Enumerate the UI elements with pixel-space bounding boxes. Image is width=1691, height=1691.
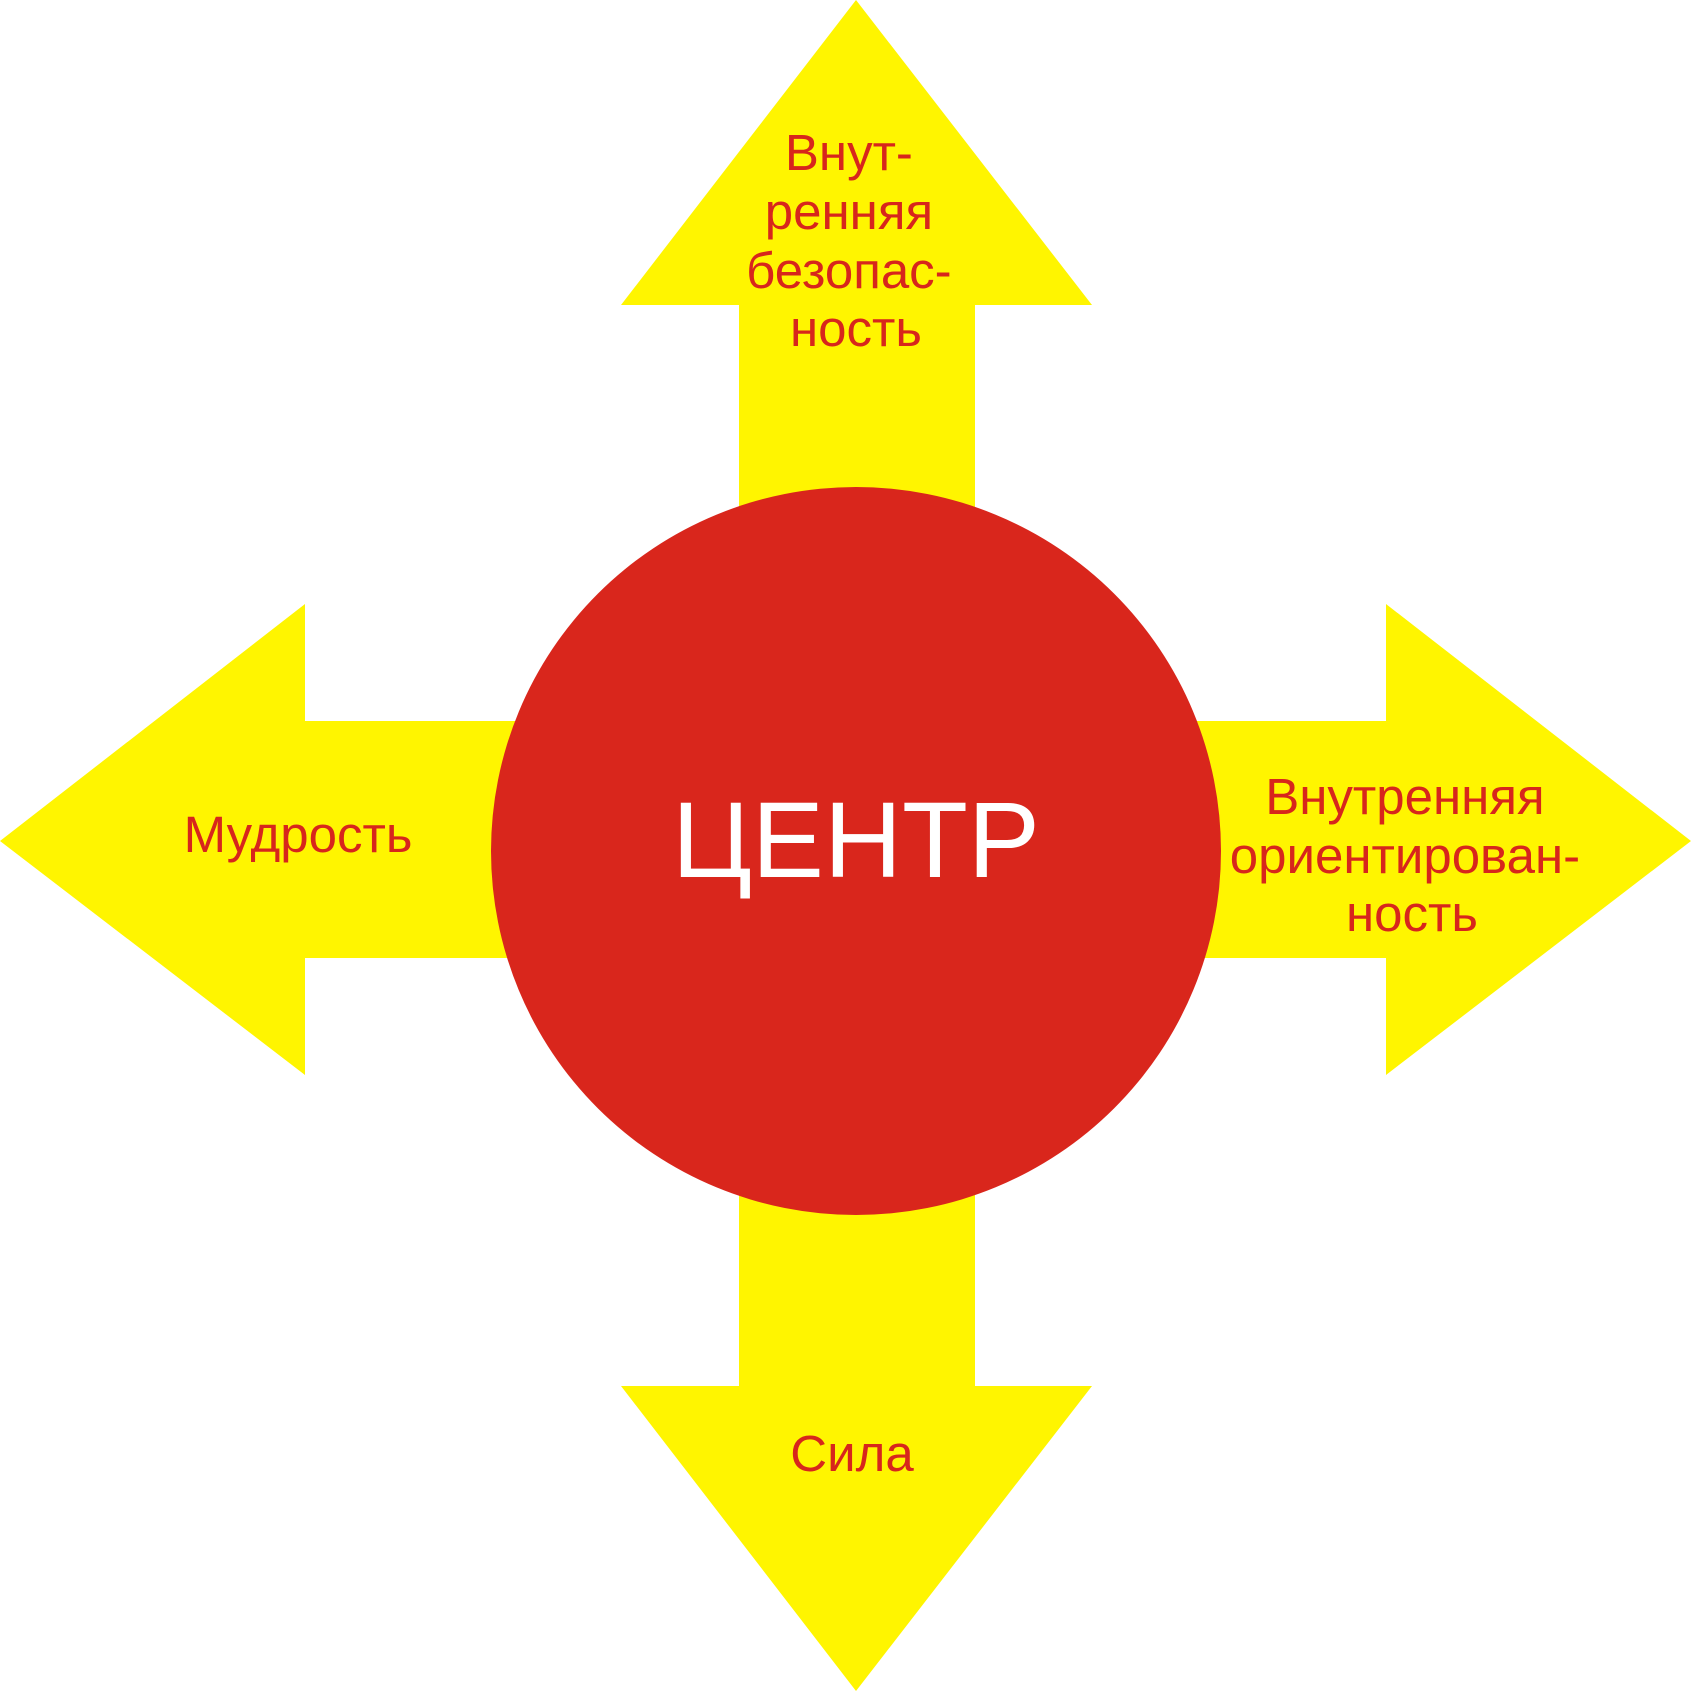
arrow-left-label-line: Мудрость bbox=[184, 806, 413, 863]
center-label: ЦЕНТР bbox=[672, 779, 1040, 900]
arrow-down-label-line: Сила bbox=[790, 1425, 914, 1482]
arrow-up-label-line: Внут- bbox=[785, 124, 913, 181]
arrow-right-label-line: Внутренняя bbox=[1265, 768, 1544, 825]
arrow-left bbox=[0, 604, 520, 1075]
arrow-right bbox=[1170, 604, 1691, 1075]
arrow-left-label: Мудрость bbox=[184, 806, 413, 863]
arrow-down-label: Сила bbox=[790, 1425, 914, 1482]
center-circle bbox=[491, 487, 1221, 1215]
arrow-right-label-line: ориентирован- bbox=[1230, 827, 1580, 884]
arrow-up-label-line: ренняя bbox=[765, 183, 933, 240]
arrow-up-label: Внут- ренняя безопас- ность bbox=[746, 124, 966, 357]
arrow-up-label-line: ность bbox=[790, 300, 922, 357]
arrow-right-label-line: ность bbox=[1346, 885, 1478, 942]
arrow-up bbox=[621, 0, 1092, 520]
arrow-right-label: Внутренняя ориентирован- ность bbox=[1230, 768, 1595, 942]
arrow-down bbox=[621, 1170, 1092, 1691]
arrow-up-label-line: безопас- bbox=[746, 242, 952, 299]
